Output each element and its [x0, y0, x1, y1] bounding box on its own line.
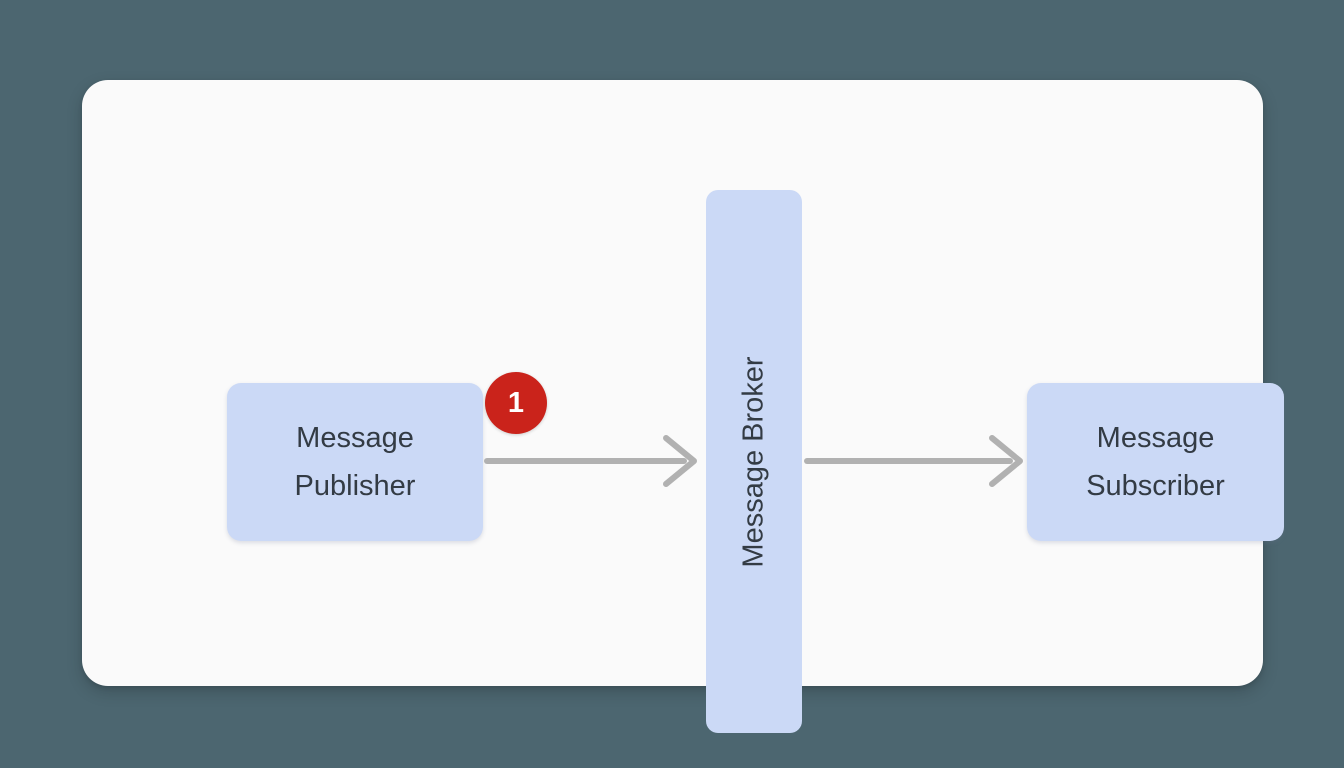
node-message-subscriber: Message Subscriber [1027, 383, 1284, 541]
annotation-badge-value: 1 [507, 386, 525, 419]
arrowhead-icon [663, 435, 697, 487]
annotation-badge-1: 1 [485, 372, 547, 434]
arrow-publisher-to-broker [484, 435, 697, 487]
node-label-vertical: Message Broker [738, 355, 770, 568]
diagram-card: Message Publisher Message Broker Message… [82, 80, 1284, 733]
arrow-broker-to-subscriber [804, 435, 1023, 487]
node-label-line: Message [296, 422, 414, 454]
arrowhead-icon [989, 435, 1023, 487]
node-label-line: Subscriber [1086, 470, 1225, 502]
node-label-line: Publisher [294, 470, 416, 502]
node-message-publisher: Message Publisher [227, 383, 483, 541]
node-label-line: Message [1096, 422, 1215, 454]
node-message-broker: Message Broker [706, 190, 802, 733]
